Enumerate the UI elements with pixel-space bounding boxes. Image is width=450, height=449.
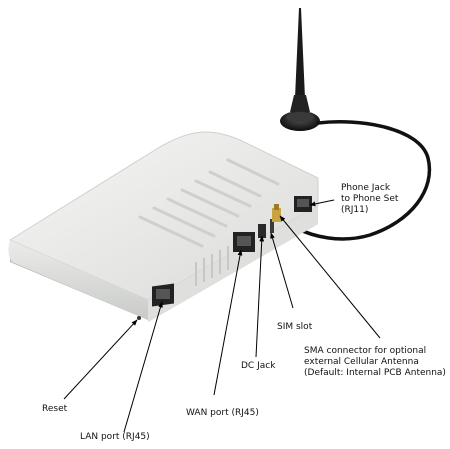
sma-connector	[272, 204, 281, 222]
arrow-dc-jack	[255, 235, 265, 358]
router-body	[8, 131, 319, 322]
arrow-sma	[279, 215, 381, 339]
arrow-phone-jack	[309, 199, 335, 207]
dc-jack	[258, 224, 266, 238]
wan-port	[233, 232, 255, 252]
arrow-reset	[63, 319, 138, 400]
arrow-lan-port	[123, 301, 163, 433]
label-phone-jack: Phone Jack to Phone Set (RJ11)	[341, 183, 399, 215]
label-sma: SMA connector for optional external Cell…	[304, 346, 446, 378]
antenna-cable	[294, 120, 432, 241]
label-dc-jack: DC Jack	[241, 361, 276, 371]
phone-jack	[294, 196, 312, 212]
lan-port	[152, 283, 174, 307]
arrow-sim-slot	[270, 232, 294, 309]
reset-hole	[137, 316, 141, 320]
label-sim-slot: SIM slot	[277, 322, 313, 332]
arrow-wan-port	[213, 249, 243, 396]
label-wan-port: WAN port (RJ45)	[186, 408, 259, 418]
label-lan-port: LAN port (RJ45)	[80, 432, 150, 442]
antenna	[280, 8, 320, 131]
sim-slot	[270, 219, 274, 233]
label-reset: Reset	[42, 404, 68, 414]
